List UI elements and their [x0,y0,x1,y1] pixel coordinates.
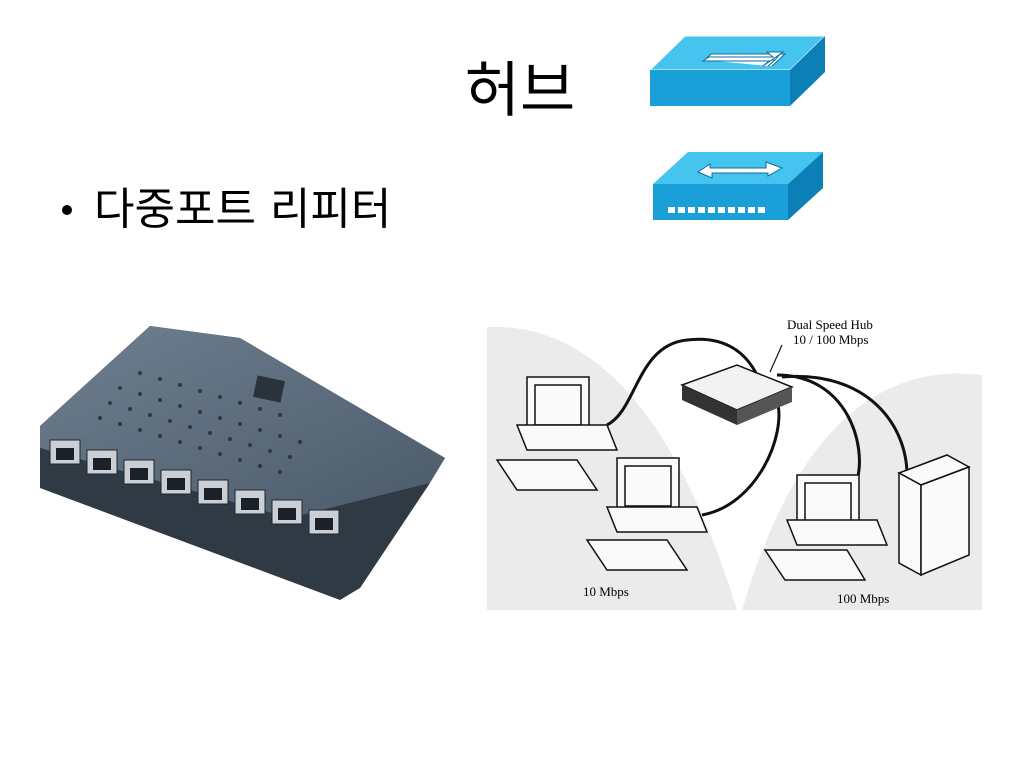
bullet-dot [62,205,72,215]
network-diagram: Dual Speed Hub 10 / 100 Mbps 10 Mbps 100… [487,315,982,610]
hub-label-line1: Dual Speed Hub [787,317,873,332]
hub-device-photo [40,326,445,600]
hub-device-icon [680,364,794,425]
bullet-text: 다중포트 리피터 [94,184,392,235]
switch-icon [653,152,823,220]
right-segment-label: 100 Mbps [837,591,889,606]
server-icon [897,454,971,577]
bullet-item: 다중포트 리피터 [62,182,391,238]
left-segment-label: 10 Mbps [583,584,629,599]
slide-title: 허브 [464,56,576,126]
computer-icon [585,457,709,571]
computer-icon [495,376,619,491]
hub-icon [648,35,827,106]
computer-icon [763,474,889,581]
hub-label-line2: 10 / 100 Mbps [793,332,868,347]
